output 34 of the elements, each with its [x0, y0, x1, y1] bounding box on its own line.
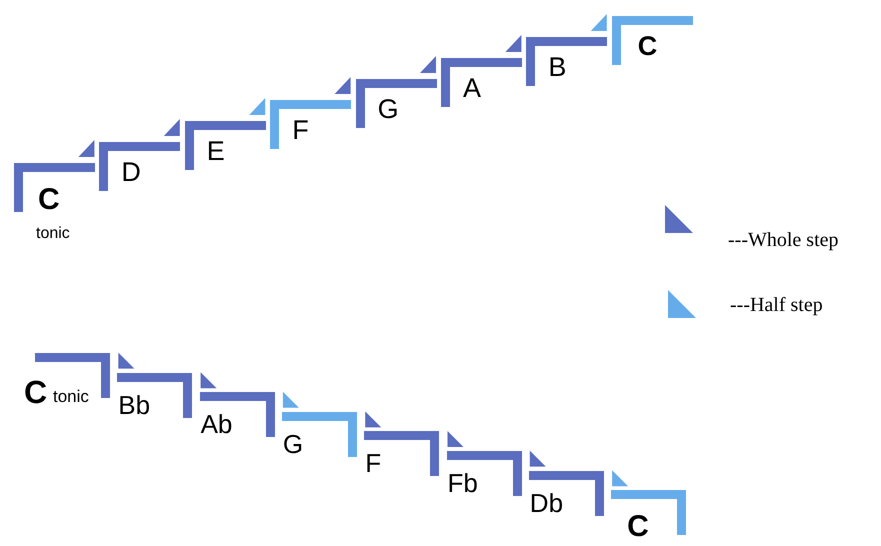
- legend-text: ---Whole step: [728, 230, 839, 250]
- note-name: G: [282, 430, 304, 457]
- note-name: E: [206, 138, 225, 165]
- note-name: F: [365, 450, 382, 476]
- note-name: C: [638, 33, 658, 60]
- stair-step: [446, 451, 522, 496]
- stair-step: [282, 412, 357, 457]
- note-name: C: [38, 185, 60, 215]
- note-name: C: [24, 376, 48, 408]
- stair-step: [356, 79, 437, 128]
- stair-step: [611, 490, 686, 536]
- note-caption: tonic: [36, 226, 70, 242]
- legend-text: ---Half step: [730, 295, 823, 315]
- stair-step: [270, 100, 352, 149]
- note-name: C: [627, 512, 649, 542]
- stair-step: [612, 16, 693, 65]
- note-name: D: [121, 159, 141, 186]
- stair-step: [441, 58, 522, 107]
- note-name: B: [548, 54, 566, 81]
- note-name: Db: [530, 490, 564, 516]
- note-caption: tonic: [53, 388, 89, 405]
- stair-step: [184, 121, 266, 170]
- stair-step: [526, 37, 608, 86]
- stair-step: [528, 470, 604, 516]
- stair-step: [99, 142, 180, 191]
- note-name: A: [463, 75, 482, 102]
- stair-step: [364, 431, 440, 476]
- note-name: Bb: [118, 392, 150, 418]
- stair-step: [200, 392, 275, 438]
- note-name: Ab: [200, 411, 232, 438]
- stair-step: [117, 372, 192, 418]
- note-name: Fb: [448, 470, 478, 496]
- note-name: F: [292, 117, 309, 144]
- note-name: G: [378, 96, 399, 123]
